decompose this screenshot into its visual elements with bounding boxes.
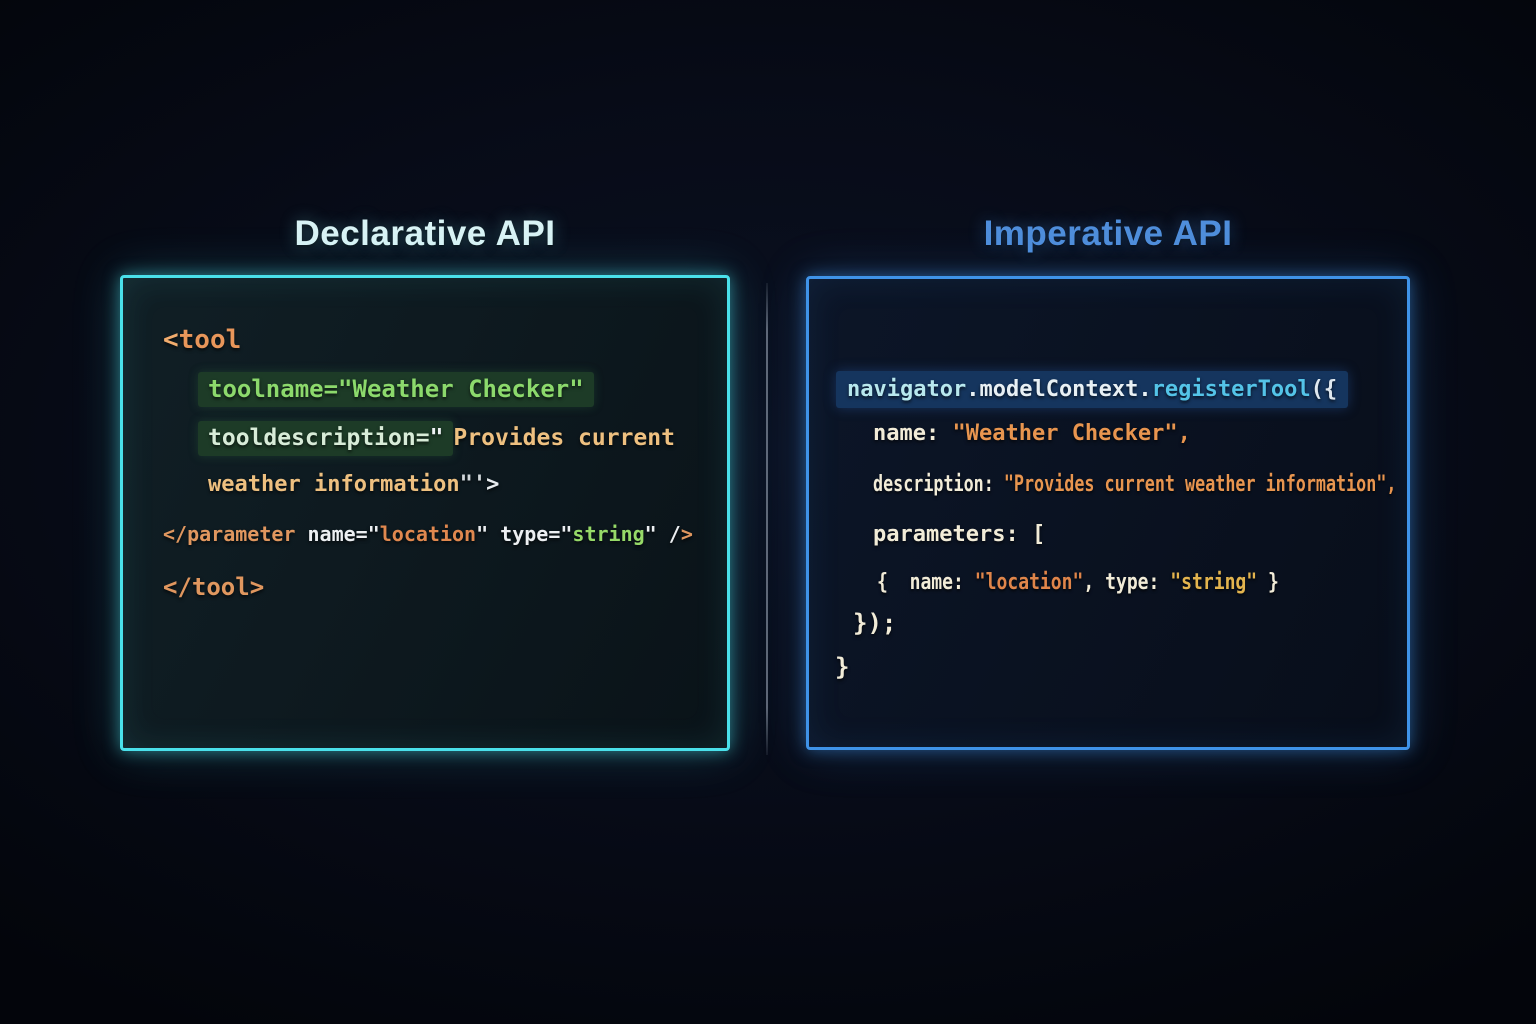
code-line: name: "Weather Checker", bbox=[873, 421, 1407, 446]
code-token: "string" bbox=[1170, 570, 1258, 596]
code-line: </tool> bbox=[163, 573, 727, 602]
code-token: "location" bbox=[974, 570, 1084, 596]
code-token: " bbox=[367, 522, 380, 547]
code-token: , type: bbox=[1083, 570, 1171, 596]
highlight-box: tooldescription=" bbox=[198, 421, 454, 456]
code-token: > bbox=[680, 522, 693, 547]
code-line: }); bbox=[853, 610, 1407, 638]
code-line: } bbox=[835, 653, 1407, 682]
code-token: tooldescription= bbox=[208, 425, 430, 452]
code-token: } bbox=[1257, 570, 1279, 596]
code-line: parameters: [ bbox=[873, 522, 1407, 547]
code-line: toolname="Weather Checker" bbox=[198, 371, 727, 408]
declarative-code-panel: <tool toolname="Weather Checker" tooldes… bbox=[120, 275, 730, 751]
code-token: " bbox=[429, 425, 444, 452]
code-token: description: bbox=[873, 471, 1004, 497]
code-line: navigator.modelContext.registerTool({ bbox=[836, 371, 1407, 409]
imperative-code-panel: navigator.modelContext.registerTool({ na… bbox=[806, 276, 1410, 750]
panel-divider-line bbox=[766, 283, 768, 755]
code-token: / bbox=[656, 522, 681, 547]
code-token: " bbox=[476, 522, 489, 547]
code-line: weather information"'> bbox=[208, 472, 727, 497]
declarative-api-title: Declarative API bbox=[294, 214, 556, 253]
code-token: toolname="Weather Checker" bbox=[208, 374, 584, 403]
code-token: string bbox=[572, 522, 645, 547]
code-token: "' bbox=[459, 471, 487, 497]
code-token: tool bbox=[178, 325, 242, 355]
code-token: { name: bbox=[877, 570, 975, 596]
code-token: ({ bbox=[1310, 377, 1338, 402]
code-token: </tool> bbox=[163, 573, 265, 602]
code-line: <tool bbox=[163, 325, 727, 356]
code-token: " bbox=[644, 522, 657, 547]
code-token: Provides current bbox=[453, 425, 675, 452]
code-token: location bbox=[379, 522, 477, 547]
code-token: </parameter bbox=[163, 522, 296, 547]
highlight-box: navigator.modelContext.registerTool({ bbox=[836, 371, 1349, 409]
code-token: "Weather Checker", bbox=[952, 421, 1191, 447]
highlight-box: toolname="Weather Checker" bbox=[198, 371, 594, 408]
code-line: </parameter name="location" type="string… bbox=[163, 523, 727, 546]
imperative-api-title: Imperative API bbox=[983, 214, 1233, 253]
code-token: name= bbox=[295, 522, 368, 547]
code-line: description: "Provides current weather i… bbox=[873, 472, 1407, 497]
code-token: "Provides current weather information", bbox=[1003, 471, 1397, 497]
code-token: parameters: [ bbox=[873, 521, 1046, 547]
code-line: { name: "location", type: "string" } bbox=[877, 570, 1407, 595]
code-token: registerTool bbox=[1151, 377, 1311, 402]
code-token: name: bbox=[873, 421, 953, 447]
code-token: weather information bbox=[208, 471, 460, 497]
code-line: tooldescription="Provides current bbox=[198, 421, 727, 456]
code-token: } bbox=[835, 653, 850, 682]
code-token: navigator bbox=[847, 377, 967, 402]
code-token: > bbox=[486, 471, 500, 497]
code-token: modelContext bbox=[979, 377, 1139, 402]
code-token: . bbox=[1138, 377, 1152, 402]
code-token: " bbox=[560, 522, 573, 547]
code-token: type= bbox=[488, 522, 561, 547]
code-token: < bbox=[163, 325, 179, 355]
code-token: }); bbox=[853, 609, 897, 638]
code-token: . bbox=[966, 377, 980, 402]
